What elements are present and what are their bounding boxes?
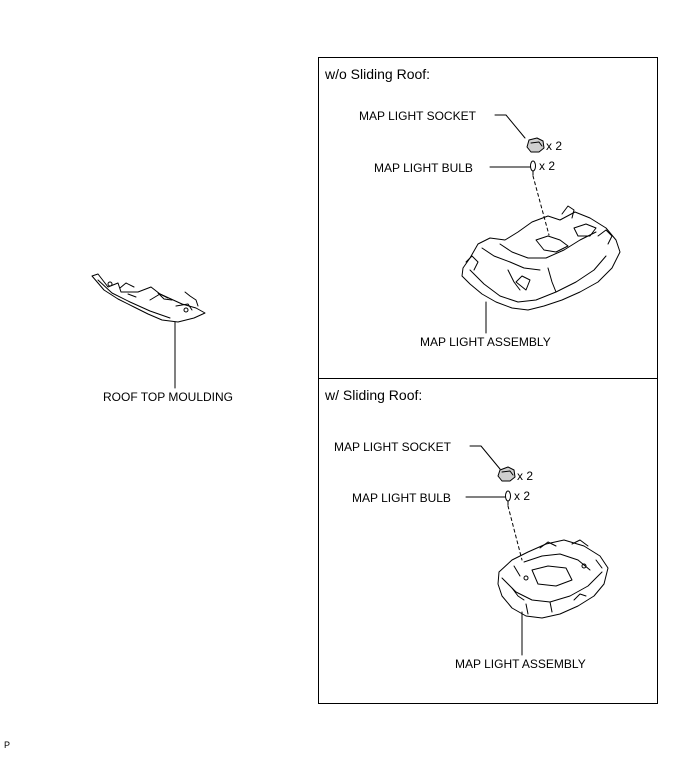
top-bulb-quantity: x 2 bbox=[539, 159, 556, 173]
top-bulb-illustration bbox=[530, 160, 536, 176]
bottom-socket-quantity: x 2 bbox=[517, 469, 534, 483]
bottom-install-dashed-line bbox=[507, 505, 523, 561]
bottom-map-light-assembly-illustration bbox=[497, 539, 609, 619]
bottom-assembly-label: MAP LIGHT ASSEMBLY bbox=[455, 657, 586, 671]
top-socket-leader bbox=[494, 114, 526, 139]
bottom-socket-leader bbox=[469, 445, 501, 470]
top-socket-quantity: x 2 bbox=[546, 139, 563, 153]
panel-title-with-sliding-roof: w/ Sliding Roof: bbox=[325, 387, 423, 403]
top-bulb-label: MAP LIGHT BULB bbox=[374, 161, 473, 175]
top-socket-label: MAP LIGHT SOCKET bbox=[359, 109, 476, 123]
bottom-bulb-quantity: x 2 bbox=[514, 489, 531, 503]
figure-code: P bbox=[4, 740, 11, 750]
roof-top-moulding-illustration bbox=[91, 273, 206, 323]
bottom-bulb-illustration bbox=[505, 490, 511, 506]
top-socket-illustration bbox=[526, 137, 545, 153]
panel-with-sliding-roof bbox=[318, 378, 658, 704]
top-install-dashed-line bbox=[532, 175, 550, 236]
top-map-light-assembly-illustration bbox=[461, 205, 621, 311]
bottom-socket-illustration bbox=[497, 466, 516, 482]
roof-top-moulding-label: ROOF TOP MOULDING bbox=[103, 390, 234, 404]
panel-title-without-sliding-roof: w/o Sliding Roof: bbox=[325, 66, 431, 82]
top-assembly-label: MAP LIGHT ASSEMBLY bbox=[420, 335, 551, 349]
bottom-bulb-label: MAP LIGHT BULB bbox=[352, 491, 451, 505]
bottom-socket-label: MAP LIGHT SOCKET bbox=[334, 440, 451, 454]
